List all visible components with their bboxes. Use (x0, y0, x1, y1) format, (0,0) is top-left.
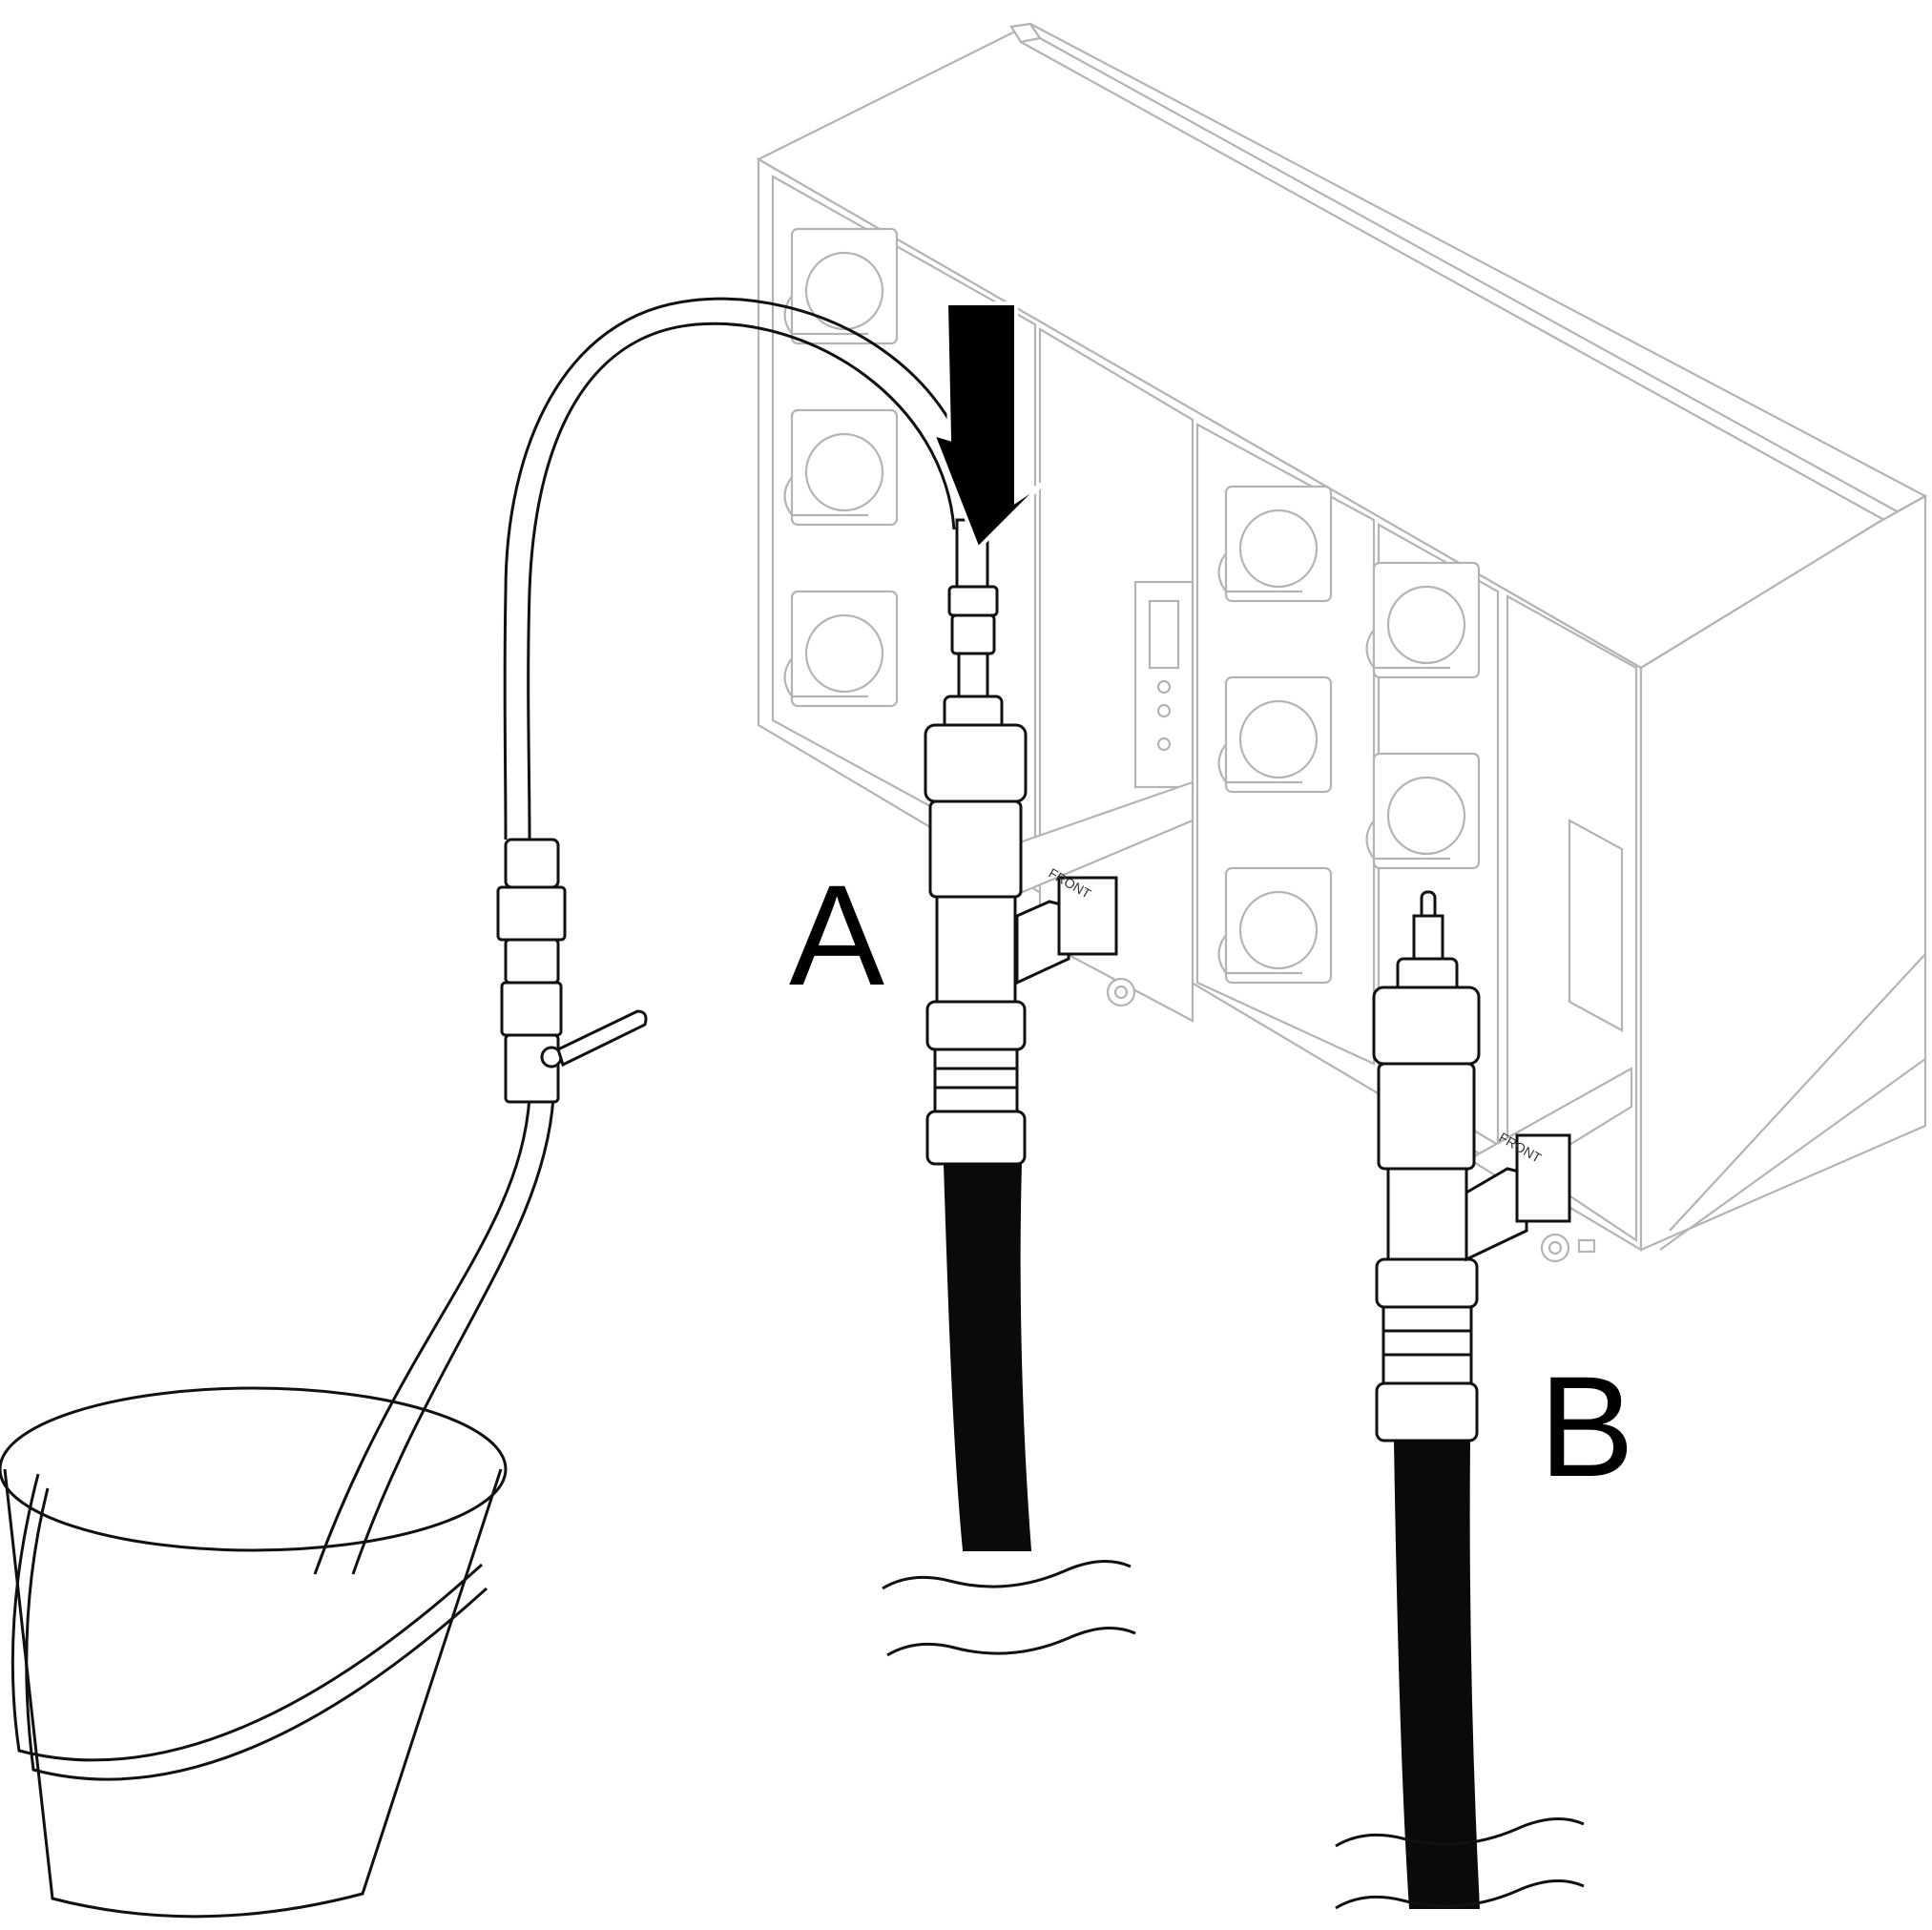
hose-break-lines (882, 1560, 1585, 1910)
arrow-down-icon (929, 301, 1047, 552)
connector-b (1372, 890, 1571, 1909)
drain-hose (313, 297, 985, 1575)
callout-b: B (1539, 1346, 1635, 1506)
connector-a (924, 518, 1118, 1551)
ball-valve (496, 838, 648, 1104)
fan-modules (783, 227, 1481, 985)
callout-a: A (789, 855, 885, 1015)
rack-chassis (756, 22, 1928, 1263)
drain-bucket (0, 1386, 508, 1919)
